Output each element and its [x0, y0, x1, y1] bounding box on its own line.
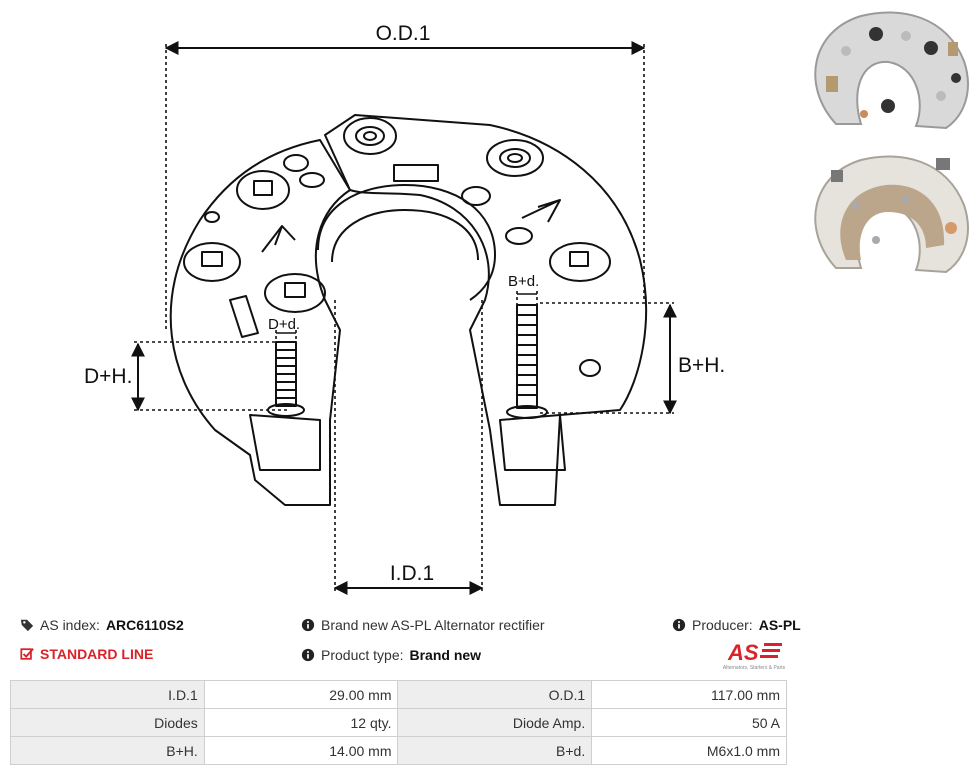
specifications-table: I.D.1 29.00 mm O.D.1 117.00 mm Diodes 12… [10, 680, 787, 765]
standard-line-badge: STANDARD LINE [20, 646, 153, 662]
as-index-label: AS index: [40, 617, 100, 633]
spec-value: 12 qty. [203, 708, 399, 737]
rectifier-photo-image [814, 11, 969, 130]
spec-value: 117.00 mm [591, 680, 787, 709]
as-pl-logo: AS Alternators, Starters & Parts [723, 640, 786, 671]
info-circle-icon [301, 618, 315, 632]
od1-label: O.D.1 [376, 22, 431, 45]
dd-label: D+d. [268, 316, 300, 333]
rectifier-top-view-thumbnail[interactable] [806, 6, 970, 134]
bh-label: B+H. [678, 354, 725, 377]
table-row: B+H. 14.00 mm B+d. M6x1.0 mm [10, 736, 787, 765]
description-text: Brand new AS-PL Alternator rectifier [321, 617, 545, 633]
spec-label: Diodes [10, 708, 205, 737]
spec-label: B+d. [397, 736, 593, 765]
tag-icon [20, 619, 34, 632]
as-index-value: ARC6110S2 [105, 617, 184, 633]
bd-label: B+d. [508, 273, 539, 290]
product-type: Product type: Brand new [301, 647, 481, 663]
logo-text: AS [727, 640, 759, 665]
product-description: Brand new AS-PL Alternator rectifier [301, 617, 545, 633]
rectifier-photo-image [814, 155, 969, 274]
spec-label: Diode Amp. [397, 708, 593, 737]
as-index: AS index: ARC6110S2 [20, 617, 184, 633]
dh-label: D+H. [84, 365, 132, 388]
producer-label: Producer: [692, 617, 753, 633]
product-type-value: Brand new [409, 647, 482, 663]
product-type-label: Product type: [321, 647, 404, 663]
rectifier-technical-drawing: O.D.1 I.D.1 D+H. D+d. B+H. B+d. [84, 22, 725, 595]
checkbox-checked-icon [20, 648, 34, 660]
logo-tagline: Alternators, Starters & Parts [723, 665, 786, 671]
id1-label: I.D.1 [390, 562, 434, 585]
spec-label: I.D.1 [10, 680, 205, 709]
spec-value: 29.00 mm [203, 680, 399, 709]
spec-value: M6x1.0 mm [591, 736, 787, 765]
spec-label: B+H. [10, 736, 205, 765]
spec-value: 50 A [591, 708, 787, 737]
rectifier-bottom-view-thumbnail[interactable] [806, 150, 970, 278]
producer: Producer: AS-PL [672, 617, 801, 633]
producer-value: AS-PL [758, 617, 801, 633]
table-row: Diodes 12 qty. Diode Amp. 50 A [10, 708, 787, 737]
table-row: I.D.1 29.00 mm O.D.1 117.00 mm [10, 680, 787, 709]
info-circle-icon [672, 618, 686, 632]
info-circle-icon [301, 648, 315, 662]
spec-label: O.D.1 [397, 680, 593, 709]
standard-line-text: STANDARD LINE [40, 646, 154, 662]
spec-value: 14.00 mm [203, 736, 399, 765]
